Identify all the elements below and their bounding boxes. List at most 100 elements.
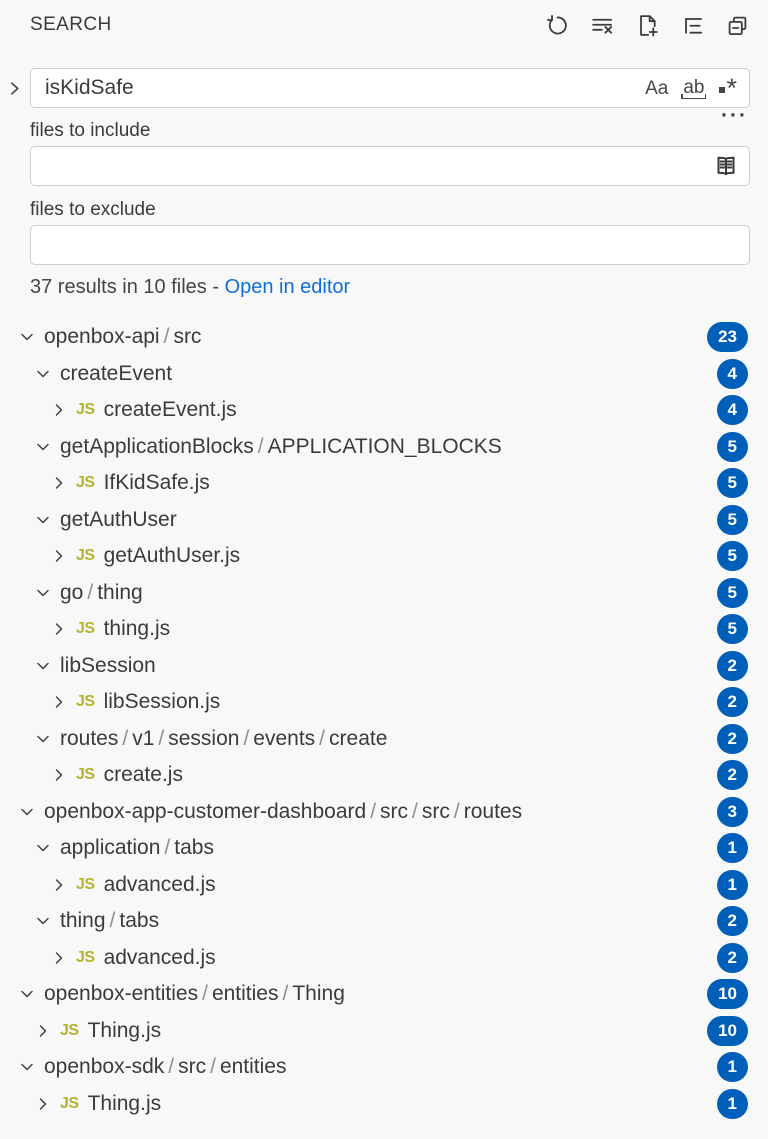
- result-count-badge: 5: [716, 431, 748, 462]
- chevron-down-icon[interactable]: [35, 731, 51, 747]
- chevron-down-icon[interactable]: [35, 658, 51, 674]
- file-name-label: createEvent.js: [103, 398, 237, 422]
- tree-row-folder[interactable]: go/thing 5: [0, 575, 768, 612]
- folder-path-label: getAuthUser: [60, 507, 177, 531]
- toggle-replace-chevron-icon[interactable]: [2, 76, 26, 100]
- path-separator: /: [109, 909, 116, 933]
- result-count-badge: 5: [716, 504, 748, 535]
- collapse-all-icon[interactable]: [724, 12, 750, 38]
- files-to-exclude-input[interactable]: [31, 226, 749, 264]
- result-count-badge: 2: [716, 687, 748, 718]
- chevron-down-icon[interactable]: [35, 366, 51, 382]
- file-name-label: Thing.js: [87, 1091, 162, 1115]
- tree-row-folder[interactable]: openbox-entities/entities/Thing 10: [0, 976, 768, 1013]
- tree-row-folder[interactable]: getAuthUser 5: [0, 502, 768, 539]
- files-to-exclude-label: files to exclude: [30, 199, 156, 220]
- files-to-include-input[interactable]: [31, 147, 712, 185]
- path-separator: /: [370, 799, 377, 823]
- chevron-right-icon[interactable]: [51, 877, 67, 893]
- folder-path-label: openbox-entities/entities/Thing: [44, 982, 345, 1006]
- chevron-right-icon[interactable]: [51, 402, 67, 418]
- search-panel-header: SEARCH: [30, 12, 750, 38]
- chevron-right-icon[interactable]: [51, 548, 67, 564]
- open-in-editor-link[interactable]: Open in editor: [224, 276, 351, 298]
- path-separator: /: [453, 799, 460, 823]
- path-separator: /: [202, 982, 208, 1006]
- chevron-down-icon[interactable]: [19, 329, 35, 345]
- open-editors-book-icon[interactable]: [712, 152, 740, 180]
- path-separator: /: [412, 799, 418, 823]
- chevron-down-icon[interactable]: [19, 804, 35, 820]
- file-name-label: Thing.js: [87, 1018, 162, 1042]
- chevron-down-icon[interactable]: [35, 585, 51, 601]
- chevron-right-icon[interactable]: [35, 1096, 51, 1112]
- chevron-down-icon[interactable]: [19, 1059, 35, 1075]
- result-count-badge: 2: [716, 760, 748, 791]
- refresh-icon[interactable]: [544, 12, 570, 38]
- result-count-badge: 5: [716, 577, 748, 608]
- result-count-badge: 5: [716, 468, 748, 499]
- clear-search-results-icon[interactable]: [589, 12, 615, 38]
- search-box: Aa ab *: [30, 68, 750, 108]
- new-search-editor-icon[interactable]: [634, 12, 660, 38]
- match-case-icon[interactable]: Aa: [645, 77, 669, 99]
- folder-path-label: libSession: [60, 653, 156, 677]
- path-separator: /: [243, 726, 250, 750]
- tree-row-file[interactable]: JS Thing.js 10: [0, 1013, 768, 1050]
- chevron-down-icon[interactable]: [35, 512, 51, 528]
- chevron-right-icon[interactable]: [51, 950, 67, 966]
- js-file-icon: JS: [76, 620, 95, 638]
- chevron-right-icon[interactable]: [51, 694, 67, 710]
- folder-path-label: thing/tabs: [60, 909, 160, 933]
- tree-row-folder[interactable]: openbox-app-customer-dashboard/src/src/r…: [0, 794, 768, 831]
- folder-path-label: go/thing: [60, 580, 143, 604]
- files-to-include-box: [30, 146, 750, 186]
- chevron-down-icon[interactable]: [35, 840, 51, 856]
- chevron-down-icon[interactable]: [35, 913, 51, 929]
- chevron-right-icon[interactable]: [51, 767, 67, 783]
- path-separator: /: [257, 434, 264, 458]
- js-file-icon: JS: [76, 547, 95, 565]
- folder-path-label: createEvent: [60, 361, 173, 385]
- result-count-badge: 10: [707, 979, 748, 1010]
- path-separator: /: [210, 1055, 216, 1079]
- tree-row-folder[interactable]: createEvent 4: [0, 356, 768, 393]
- chevron-down-icon[interactable]: [19, 986, 35, 1002]
- search-input[interactable]: [31, 69, 646, 107]
- folder-path-label: application/tabs: [60, 836, 214, 860]
- chevron-right-icon[interactable]: [35, 1023, 51, 1039]
- result-count-badge: 1: [716, 1052, 748, 1083]
- chevron-down-icon[interactable]: [35, 439, 51, 455]
- results-summary: 37 results in 10 files - Open in editor: [30, 276, 351, 298]
- whole-word-icon[interactable]: ab: [681, 76, 707, 100]
- chevron-right-icon[interactable]: [51, 475, 67, 491]
- result-count-badge: 10: [707, 1015, 748, 1046]
- js-file-icon: JS: [76, 693, 95, 711]
- js-file-icon: JS: [60, 1021, 79, 1039]
- js-file-icon: JS: [76, 474, 95, 492]
- result-count-badge: 4: [716, 358, 748, 389]
- chevron-right-icon[interactable]: [51, 621, 67, 637]
- files-to-include-label: files to include: [30, 120, 151, 141]
- regex-icon[interactable]: *: [719, 75, 737, 102]
- toggle-search-details-icon[interactable]: ···: [721, 104, 748, 127]
- view-as-tree-icon[interactable]: [679, 12, 705, 38]
- results-count-text: 37 results in 10 files: [30, 276, 207, 298]
